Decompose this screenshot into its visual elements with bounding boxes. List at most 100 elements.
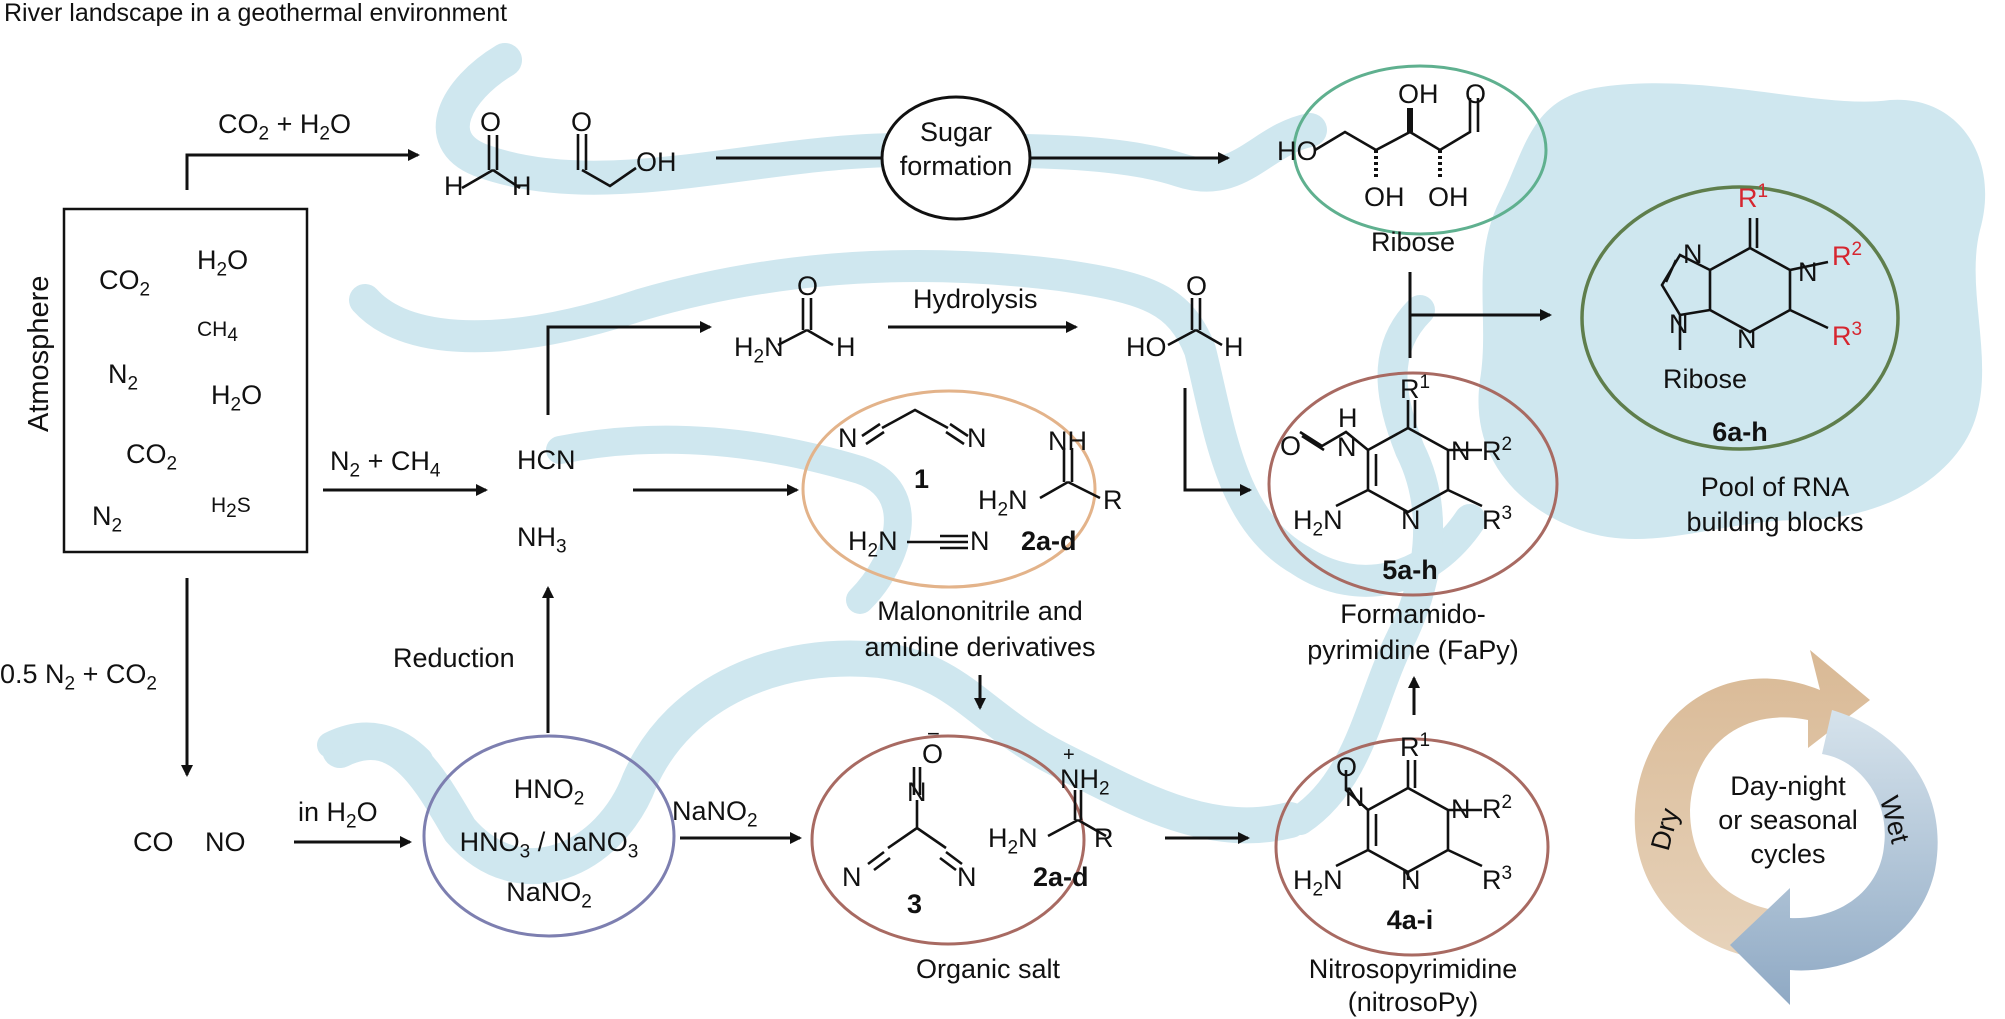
- malono-label-2: amidine derivatives: [864, 632, 1096, 662]
- malono-compound: 1: [914, 464, 930, 494]
- fapy-h: H: [1338, 403, 1358, 433]
- gas-n2-b: N2: [92, 501, 123, 537]
- purine-r3: R3: [1832, 319, 1863, 351]
- species-no: NO: [205, 827, 246, 857]
- river-bottom-tail: [317, 722, 433, 773]
- label-nano2-arrow: NaNO2: [672, 796, 758, 832]
- gas-h2o-a: H2O: [197, 245, 249, 281]
- salt-minus: −: [927, 721, 940, 746]
- salt-o: O: [922, 739, 944, 769]
- label-reduction: Reduction: [393, 643, 515, 673]
- purine-compound: 6a-h: [1712, 417, 1768, 447]
- ribose-o: O: [1465, 79, 1487, 109]
- sugar-formation-line2: formation: [899, 151, 1013, 181]
- species-nano2: NaNO2: [506, 877, 592, 913]
- ribose-oval: [1292, 64, 1548, 236]
- formamide-o: O: [797, 271, 819, 301]
- fapy-label-1: Formamido-: [1340, 599, 1486, 629]
- formamide-h: H: [836, 332, 856, 362]
- fapy-o: O: [1280, 431, 1302, 461]
- atmosphere-box: [62, 207, 309, 554]
- gas-co2-a: CO2: [99, 265, 151, 301]
- species-co: CO: [133, 827, 174, 857]
- label-n2-co2: 0.5 N2 + CO2: [0, 659, 157, 695]
- amidine-h2n: H2N: [978, 485, 1028, 521]
- gas-h2o-b: H2O: [211, 380, 263, 416]
- atmosphere-label: Atmosphere: [23, 275, 55, 432]
- nitroso-oval: [1274, 737, 1550, 957]
- gas-co2-b: CO2: [126, 439, 178, 475]
- amidine-compound: 2a-d: [1021, 526, 1077, 556]
- ribose-oh-b1: OH: [1364, 182, 1405, 212]
- purine-n1: N: [1798, 257, 1818, 287]
- cyanamide-h2n: H2N: [848, 526, 898, 562]
- river-middle: [349, 250, 1486, 597]
- cycle-center-3: cycles: [1750, 839, 1826, 869]
- river-streams: [317, 43, 1486, 885]
- gas-n2-a: N2: [108, 359, 139, 395]
- cycle-graphic: [1634, 650, 1938, 1005]
- species-hno2: HNO2: [513, 774, 585, 810]
- formamide-h2n: H2N: [734, 332, 784, 368]
- salt-n-oxide: N: [907, 777, 927, 807]
- organic-salt-oval: [810, 734, 1086, 946]
- formaldehyde-h2: H: [512, 171, 532, 201]
- fapy-r1: R1: [1400, 372, 1431, 404]
- fapy-label-2: pyrimidine (FaPy): [1307, 635, 1519, 665]
- species-nh3: NH3: [517, 522, 567, 558]
- amidine-nh: NH: [1048, 426, 1087, 456]
- fapy-r3: R3: [1482, 503, 1513, 535]
- salt-amidine-compound: 2a-d: [1033, 862, 1089, 892]
- purine-label-2: building blocks: [1686, 507, 1864, 537]
- river-hcn: [546, 425, 912, 614]
- formic-ho: HO: [1126, 332, 1167, 362]
- nitroso-n-ring: N: [1451, 794, 1471, 824]
- formaldehyde-o: O: [480, 107, 502, 137]
- label-in-h2o: in H2O: [298, 797, 378, 833]
- reaction-arrows: [181, 149, 1552, 848]
- formic-o: O: [1186, 271, 1208, 301]
- nitrate-oval: [422, 734, 676, 938]
- malono-n2: N: [967, 423, 987, 453]
- cyanamide-n: N: [970, 526, 990, 556]
- species-hno3-nano3: HNO3 / NaNO3: [459, 827, 639, 863]
- nitroso-label-1: Nitrosopyrimidine: [1308, 954, 1518, 984]
- fapy-n-ring2: N: [1401, 505, 1421, 535]
- fapy-oval: [1267, 371, 1559, 597]
- salt-plus: +: [1063, 744, 1075, 766]
- river-right: [1285, 295, 1444, 835]
- purine-ribose: Ribose: [1663, 364, 1748, 394]
- label-hydrolysis: Hydrolysis: [913, 284, 1038, 314]
- nitroso-n: N: [1345, 782, 1365, 812]
- fapy-n-ring: N: [1451, 436, 1471, 466]
- purine-n7: N: [1683, 239, 1703, 269]
- sugar-formation-line1: Sugar: [919, 117, 993, 147]
- glycolaldehyde-oh: OH: [636, 147, 677, 177]
- fapy-h2n: H2N: [1293, 505, 1343, 541]
- nitroso-label-2: (nitrosoPy): [1347, 987, 1479, 1017]
- nitroso-r1: R1: [1400, 730, 1431, 762]
- amidine-r: R: [1103, 485, 1123, 515]
- diagram-title: River landscape in a geothermal environm…: [4, 0, 508, 27]
- malono-label-1: Malononitrile and: [877, 596, 1083, 626]
- salt-n-left: N: [842, 862, 862, 892]
- purine-n3: N: [1737, 324, 1757, 354]
- fapy-r2: R2: [1482, 434, 1513, 466]
- nitroso-r3: R3: [1482, 863, 1513, 895]
- salt-r: R: [1094, 823, 1114, 853]
- fapy-compound: 5a-h: [1382, 555, 1438, 585]
- nitroso-compound: 4a-i: [1386, 905, 1434, 935]
- cycle-center-2: or seasonal: [1718, 805, 1858, 835]
- salt-h2n: H2N: [988, 823, 1038, 859]
- formaldehyde-h1: H: [444, 171, 464, 201]
- ribose-ho: HO: [1277, 136, 1318, 166]
- wet-arc: [1730, 710, 1938, 1005]
- ribose-oh-b2: OH: [1428, 182, 1469, 212]
- bond-lines: [461, 98, 1829, 880]
- nitroso-o: O: [1336, 752, 1358, 782]
- species-hcn: HCN: [517, 445, 576, 475]
- nitroso-r2: R2: [1482, 792, 1513, 824]
- ribose-oh-top: OH: [1398, 79, 1439, 109]
